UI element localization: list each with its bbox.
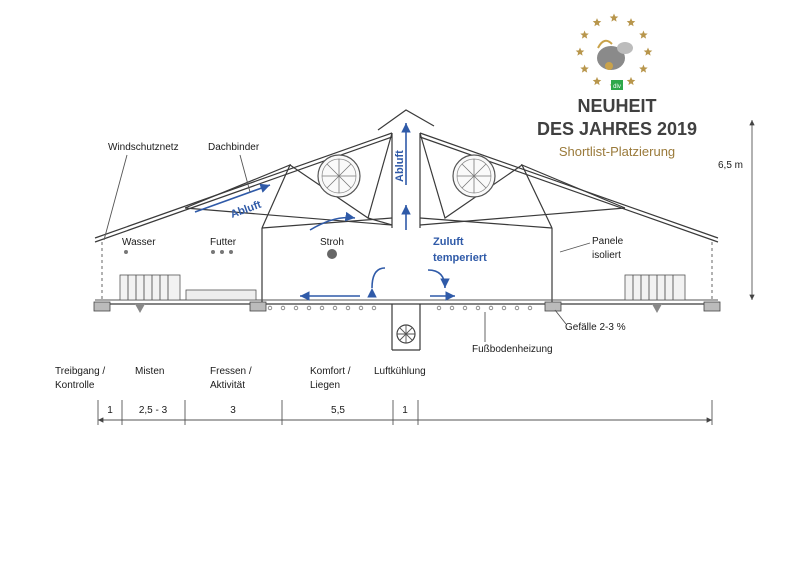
zone-misten: Misten <box>135 366 164 377</box>
star-icon <box>575 47 585 56</box>
fan-right-icon <box>452 154 496 198</box>
width-misten: 2,5 - 3 <box>139 405 168 416</box>
label-zuluft: Zuluft <box>433 236 464 248</box>
label-futter: Futter <box>210 237 237 248</box>
heating-pipe-dot <box>436 305 442 311</box>
heating-pipe-dot <box>514 305 520 311</box>
heating-pipe-dot <box>332 305 338 311</box>
label-panele: Panele <box>592 236 624 247</box>
label-gefaelle: Gefälle 2-3 % <box>565 322 626 333</box>
star-ring-icon <box>575 13 653 90</box>
cow-head-icon <box>597 39 633 70</box>
award-title: NEUHEIT <box>577 96 656 116</box>
star-icon <box>643 47 653 56</box>
label-isoliert: isoliert <box>592 250 621 261</box>
heating-pipe-dot <box>462 305 468 311</box>
label-fussbodenheizung: Fußbodenheizung <box>472 344 553 355</box>
award-badge: dlv NEUHEIT DES JAHRES 2019 Shortlist-Pl… <box>537 13 697 159</box>
dlv-logo-icon <box>611 80 623 90</box>
width-luftkuehlung: 1 <box>402 405 408 416</box>
label-stroh: Stroh <box>320 237 344 248</box>
heating-pipe-dot <box>527 305 533 311</box>
star-icon <box>580 30 589 39</box>
fence-left <box>119 274 257 301</box>
zone-luftkuehlung: Luftkühlung <box>374 366 426 377</box>
label-dachbinder: Dachbinder <box>208 142 260 153</box>
heating-pipe-dot <box>293 305 299 311</box>
heating-pipe-dot <box>319 305 325 311</box>
star-icon <box>580 64 589 73</box>
air-cooling-channel <box>391 304 421 351</box>
zone-fressen-1: Fressen / <box>210 366 252 377</box>
heating-pipe-dot <box>267 305 273 311</box>
zone-labels: Treibgang / Kontrolle Misten Fressen / A… <box>55 366 426 391</box>
diagram-labels: Windschutznetz Dachbinder Abluft Abluft … <box>103 120 755 355</box>
dimension-line: 1 2,5 - 3 3 5,5 1 <box>97 400 713 425</box>
air-flow-arrows <box>194 123 455 301</box>
heating-pipe-dot <box>501 305 507 311</box>
star-icon <box>592 18 602 27</box>
width-fressen: 3 <box>230 405 236 416</box>
zone-fressen-2: Aktivität <box>210 380 245 391</box>
barn-structure <box>93 109 721 351</box>
heating-pipe-dot <box>306 305 312 311</box>
label-abluft-left: Abluft <box>229 199 263 221</box>
fence-right <box>624 274 686 301</box>
star-icon <box>609 13 619 22</box>
star-icon <box>626 76 636 86</box>
width-treibgang: 1 <box>107 405 113 416</box>
label-wasser: Wasser <box>122 237 156 248</box>
width-komfort: 5,5 <box>331 405 345 416</box>
label-abluft-right: Abluft <box>394 150 406 182</box>
heating-pipe-dot <box>358 305 364 311</box>
heating-pipe-dot <box>371 305 377 311</box>
label-windschutznetz: Windschutznetz <box>108 142 179 153</box>
zone-komfort-2: Liegen <box>310 380 340 391</box>
dlv-logo-text: dlv <box>613 84 621 90</box>
heating-pipe-dot <box>488 305 494 311</box>
floor-heating-dots <box>267 305 533 311</box>
label-temperiert: temperiert <box>433 252 487 264</box>
heating-pipe-dot <box>345 305 351 311</box>
zone-treibgang-1: Treibgang / <box>55 366 105 377</box>
zone-treibgang-2: Kontrolle <box>55 380 95 391</box>
star-icon <box>592 76 602 86</box>
award-year: DES JAHRES 2019 <box>537 119 697 139</box>
heating-pipe-dot <box>475 305 481 311</box>
label-height: 6,5 m <box>718 160 743 171</box>
heating-pipe-dot <box>280 305 286 311</box>
star-icon <box>639 64 648 73</box>
star-icon <box>639 30 648 39</box>
zone-komfort-1: Komfort / <box>310 366 351 377</box>
fan-left-icon <box>317 154 361 198</box>
star-icon <box>626 18 636 27</box>
heating-pipe-dot <box>449 305 455 311</box>
award-subtitle: Shortlist-Platzierung <box>559 144 675 159</box>
